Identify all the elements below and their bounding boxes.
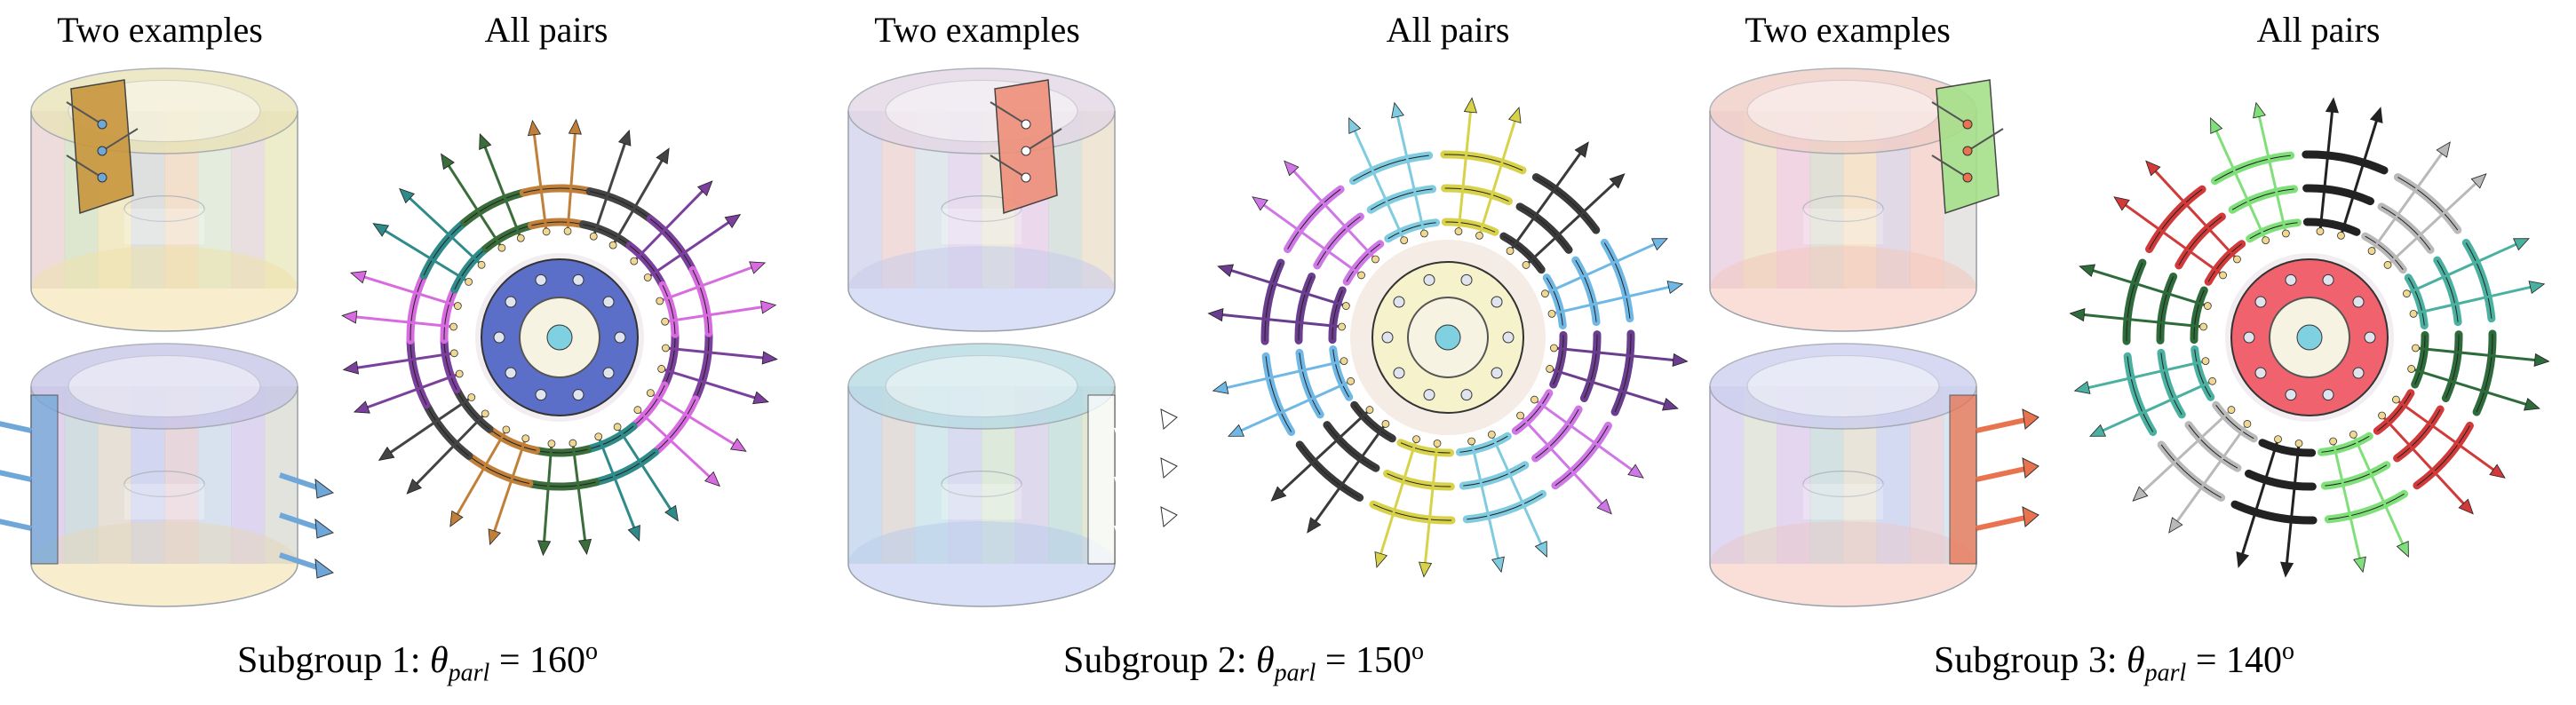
pair-fin <box>2317 430 2409 574</box>
pair-fin <box>449 425 541 546</box>
pair-fin <box>1252 160 1385 286</box>
subgroup-panel-3: Two examples All pairs Subgroup 3: θparl… <box>1661 0 2576 705</box>
pair-fin <box>2402 238 2546 330</box>
pair-fin <box>2069 258 2212 345</box>
example-cylinder-bottom <box>847 343 1178 607</box>
examples-heading: Two examples <box>874 10 1080 50</box>
pairs-heading: All pairs <box>2256 10 2381 50</box>
surface-pair-patch <box>0 394 335 579</box>
pair-fin <box>1546 329 1689 416</box>
pair-fin <box>2361 141 2487 274</box>
pair-fin <box>341 270 462 345</box>
hub <box>475 253 644 422</box>
all-pairs-assembly <box>1207 97 1689 578</box>
example-cylinder-bottom <box>1709 343 2039 607</box>
pair-fin <box>1440 97 1527 240</box>
pair-fin <box>584 422 679 542</box>
pair-fin <box>1455 430 1547 574</box>
subgroup-panel-1: Two examples All pairs Subgroup 1: θparl… <box>0 0 853 705</box>
hub <box>1350 240 1546 435</box>
pair-fin <box>1207 258 1350 345</box>
example-cylinder-bottom <box>0 343 335 607</box>
cylinder-body <box>1709 67 1977 332</box>
subgroup-caption: Subgroup 1: θparl = 160o <box>236 638 599 687</box>
pair-fin <box>372 187 489 294</box>
pair-fin <box>1212 345 1356 437</box>
pair-fin <box>1369 435 1456 578</box>
pair-fin <box>342 337 464 414</box>
example-cylinder-top <box>1709 67 2004 332</box>
pair-fin <box>1540 238 1684 330</box>
pair-fin <box>657 330 778 405</box>
surface-pair-patch <box>1931 79 2004 215</box>
pair-fin <box>2210 101 2302 245</box>
all-pairs-assembly <box>341 118 778 557</box>
pair-fin <box>441 133 535 253</box>
pair-fin <box>656 261 777 338</box>
examples-heading: Two examples <box>1745 10 1951 50</box>
pair-fin <box>1499 141 1626 274</box>
pair-fin <box>526 439 600 557</box>
pair-fin <box>1270 400 1396 534</box>
pairs-heading: All pairs <box>1386 10 1510 50</box>
pair-fin <box>2407 329 2550 416</box>
cylinder-body <box>30 343 298 607</box>
examples-heading: Two examples <box>57 10 263 50</box>
subgroup-caption: Subgroup 3: θparl = 140o <box>1933 638 2295 687</box>
pair-fin <box>2302 97 2389 240</box>
hub <box>2225 253 2394 422</box>
pair-fin <box>625 180 742 289</box>
surface-pair-patch <box>66 79 139 215</box>
pair-fin <box>378 386 494 495</box>
example-cylinder-top <box>30 67 298 332</box>
pair-fin <box>578 129 670 250</box>
pair-fin <box>2230 435 2318 578</box>
pair-fin <box>2113 160 2246 286</box>
subgroup-caption: Subgroup 2: θparl = 150o <box>1062 638 1425 687</box>
pair-fin <box>2132 400 2258 534</box>
surface-pair-patch <box>1087 394 1178 565</box>
example-cylinder-top <box>847 67 1116 332</box>
cylinder-body <box>847 343 1116 607</box>
pair-fin <box>2373 389 2506 515</box>
all-pairs-assembly <box>2069 97 2550 578</box>
surface-pair-patch <box>990 79 1062 215</box>
cylinder-body <box>1709 343 1977 607</box>
pair-fin <box>1511 389 1644 515</box>
cylinder-body <box>847 67 1116 332</box>
subgroup-panel-2: Two examples All pairs Subgroup 2: θparl… <box>782 0 1689 705</box>
pair-fin <box>630 381 747 487</box>
pairs-heading: All pairs <box>484 10 608 50</box>
surface-pair-patch <box>1949 394 2039 565</box>
pair-fin <box>519 118 593 236</box>
pair-fin <box>2073 345 2217 437</box>
cylinder-body <box>30 67 298 332</box>
pair-fin <box>1348 101 1441 245</box>
